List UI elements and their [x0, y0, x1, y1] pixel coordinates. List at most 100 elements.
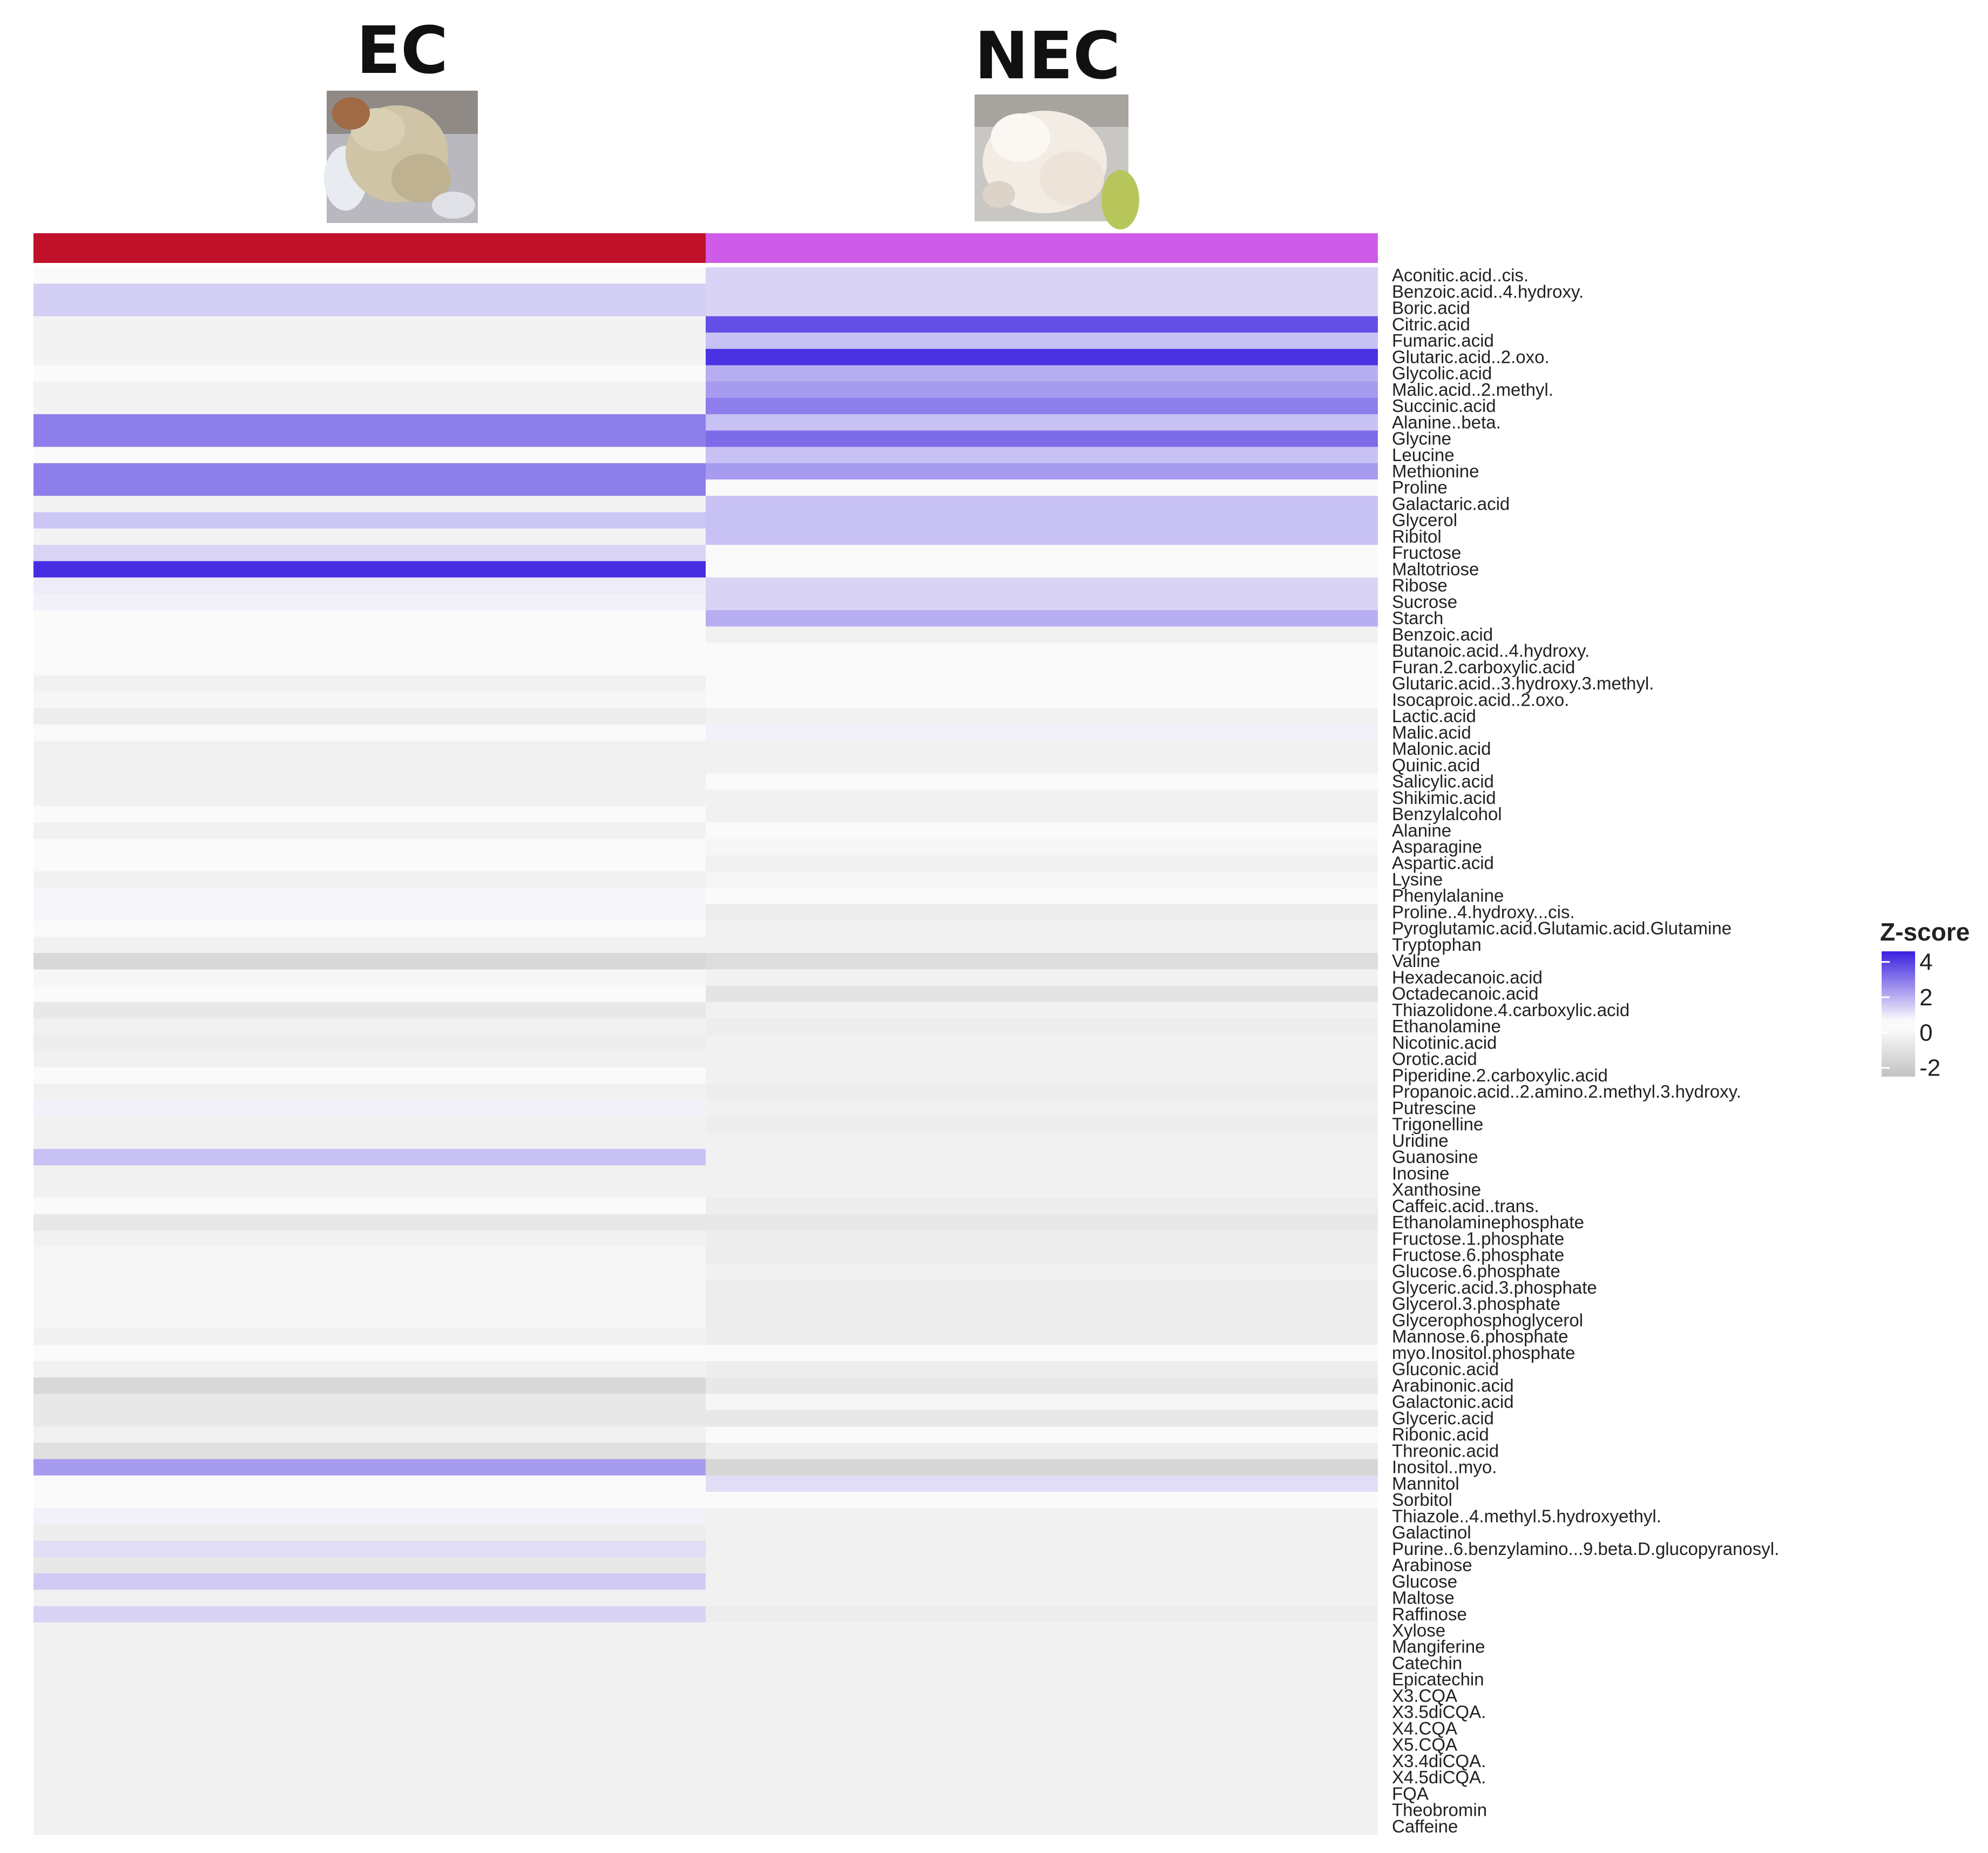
heatmap-cell: [706, 430, 1378, 448]
row-label: X3.5diCQA.: [1392, 1702, 1486, 1722]
heatmap-cell: [706, 822, 1378, 839]
heatmap-cell: [706, 838, 1378, 856]
row-label: Starch: [1392, 608, 1443, 628]
row-label: Glycolic.acid: [1392, 363, 1492, 383]
row-label: Orotic.acid: [1392, 1049, 1477, 1069]
row-label: Mangiferine: [1392, 1636, 1485, 1656]
heatmap-cell: [706, 1491, 1378, 1509]
heatmap-cell: [706, 1279, 1378, 1296]
heatmap-cell: [706, 953, 1378, 970]
heatmap-cell: [33, 365, 706, 382]
row-label: Fructose.1.phosphate: [1392, 1228, 1564, 1248]
heatmap-cell: [33, 1573, 706, 1591]
row-label: Fumaric.acid: [1392, 330, 1494, 350]
heatmap-cell: [33, 316, 706, 333]
heatmap-cell: [706, 1720, 1378, 1737]
heatmap-cell: [33, 1769, 706, 1786]
heatmap-cell: [33, 1002, 706, 1019]
heatmap-cell: [706, 1230, 1378, 1247]
row-label: Boric.acid: [1392, 298, 1470, 318]
heatmap-cell: [706, 1377, 1378, 1395]
heatmap-cell: [33, 773, 706, 790]
heatmap-cell: [33, 1704, 706, 1721]
heatmap-cell: [706, 283, 1378, 301]
heatmap-cell: [33, 920, 706, 937]
heatmap-cell: [706, 1018, 1378, 1035]
heatmap-cell: [706, 643, 1378, 660]
heatmap-cell: [33, 1818, 706, 1835]
heatmap-cell: [706, 447, 1378, 464]
heatmap-cell: [33, 512, 706, 529]
heatmap-cell: [33, 1720, 706, 1737]
row-label: Glyceric.acid.3.phosphate: [1392, 1277, 1597, 1297]
row-label: Octadecanoic.acid: [1392, 984, 1539, 1004]
heatmap-cell: [33, 1426, 706, 1443]
heatmap-cell: [706, 496, 1378, 513]
heatmap-cell: [706, 1802, 1378, 1819]
row-label: Theobromin: [1392, 1800, 1487, 1820]
legend-ticks: 420-2: [1882, 949, 1940, 1081]
heatmap-cell: [706, 1704, 1378, 1721]
row-label: Proline: [1392, 477, 1448, 497]
row-label: Shikimic.acid: [1392, 788, 1496, 808]
row-label: Lactic.acid: [1392, 706, 1476, 726]
heatmap-cell: [33, 447, 706, 464]
heatmap-cell: [706, 855, 1378, 872]
row-label: Leucine: [1392, 445, 1455, 465]
heatmap-cell: [706, 1475, 1378, 1492]
heatmap-cell: [33, 610, 706, 627]
row-label: Salicylic.acid: [1392, 772, 1494, 792]
heatmap-cell: [706, 1083, 1378, 1100]
heatmap-cell: [33, 300, 706, 317]
heatmap-cell: [33, 1328, 706, 1345]
heatmap-cell: [33, 1786, 706, 1803]
row-label: Malonic.acid: [1392, 739, 1491, 759]
row-label: myo.Inositol.phosphate: [1392, 1343, 1575, 1363]
heatmap-cell: [706, 1786, 1378, 1803]
row-label: Inositol..myo.: [1392, 1457, 1497, 1477]
column-annotation-bar: [33, 233, 1378, 263]
heatmap-cell: [33, 953, 706, 970]
row-label: Ribose: [1392, 576, 1448, 596]
row-label: Aspartic.acid: [1392, 853, 1494, 873]
column-annotation-nec: [706, 233, 1378, 263]
legend-title: Z-score: [1880, 918, 1970, 946]
heatmap-cell: [706, 1540, 1378, 1558]
row-label: Valine: [1392, 951, 1440, 971]
heatmap-cell: [706, 414, 1378, 431]
legend-tick-label: -2: [1919, 1055, 1940, 1081]
heatmap-cell: [33, 349, 706, 366]
heatmap-cell: [706, 904, 1378, 921]
heatmap-cell: [33, 757, 706, 774]
heatmap-cell: [33, 1508, 706, 1525]
heatmap-cell: [706, 1067, 1378, 1084]
heatmap-cell: [33, 871, 706, 888]
heatmap-cell: [33, 1394, 706, 1411]
heatmap-cell: [706, 1655, 1378, 1672]
row-label: Guanosine: [1392, 1147, 1478, 1167]
heatmap-cell: [706, 1051, 1378, 1068]
row-label: Ribitol: [1392, 526, 1442, 546]
row-label: Glutaric.acid..2.oxo.: [1392, 347, 1550, 367]
heatmap-cell: [706, 463, 1378, 480]
heatmap-cell: [33, 1034, 706, 1052]
legend-tick-label: 4: [1919, 949, 1932, 976]
heatmap-cell: [33, 969, 706, 986]
row-label: Malic.acid..2.methyl.: [1392, 380, 1553, 400]
heatmap-cell: [33, 528, 706, 545]
heatmap-cell: [706, 888, 1378, 904]
row-label: Glycine: [1392, 429, 1451, 449]
row-label: Putrescine: [1392, 1098, 1476, 1118]
heatmap-cell: [706, 593, 1378, 611]
heatmap-cell: [706, 659, 1378, 676]
heatmap-cell: [33, 463, 706, 480]
heatmap-cell: [706, 1410, 1378, 1427]
heatmap-cell: [706, 1263, 1378, 1280]
heatmap-cell: [33, 659, 706, 676]
row-label: Thiazolidone.4.carboxylic.acid: [1392, 1000, 1629, 1020]
heatmap-cell: [706, 1606, 1378, 1623]
row-label: Purine..6.benzylamino...9.beta.D.glucopy…: [1392, 1539, 1779, 1559]
row-label: Lysine: [1392, 869, 1443, 889]
heatmap-cell: [33, 904, 706, 921]
